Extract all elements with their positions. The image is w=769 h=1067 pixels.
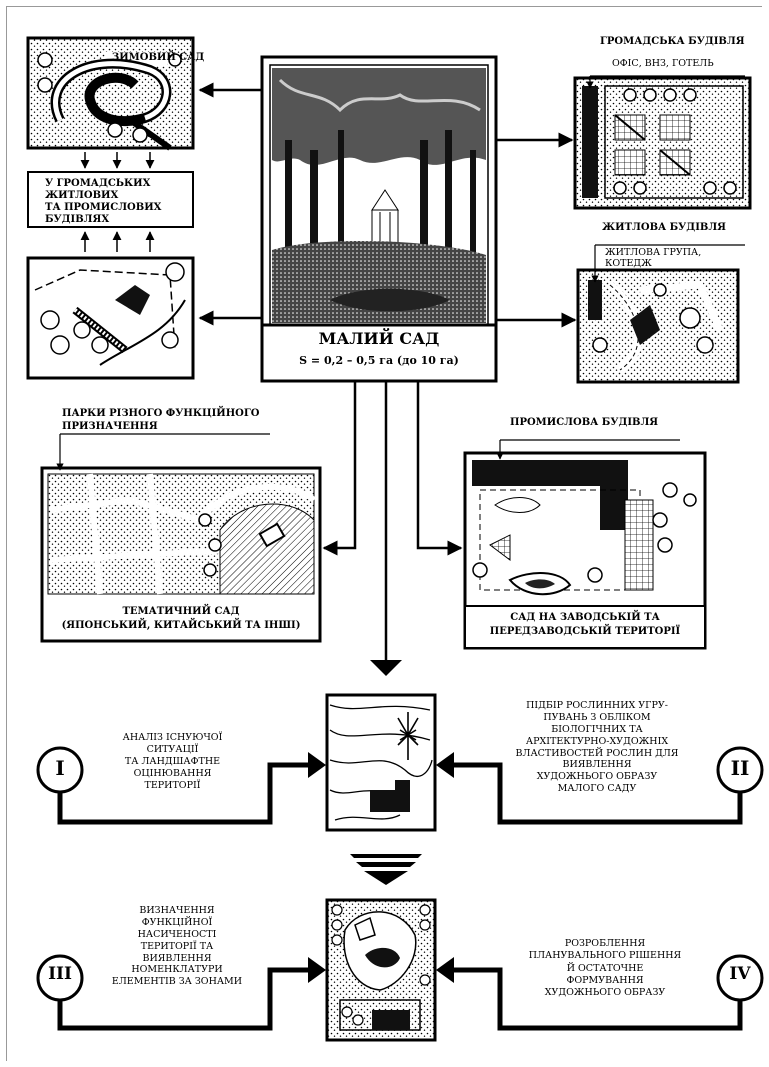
leader-lines [56,75,745,471]
public-building-subtitle: ОФІС, ВНЗ, ГОТЕЛЬ [612,58,714,69]
factory-garden-caption: САД НА ЗАВОДСЬКІЙ ТА ПЕРЕДЗАВОДСЬКІЙ ТЕР… [489,612,681,637]
step-connectors-top [57,762,743,825]
page-frame [6,6,762,1061]
arrow-head-iii [308,957,326,983]
residential-garden-plan-left [26,256,195,380]
step-ii-numeral: II [730,756,750,780]
step-iii-numeral: III [48,964,72,984]
thematic-garden-plan [40,466,322,643]
in-buildings-label: У ГРОМАДСЬКИХ ЖИТЛОВИХ ТА ПРОМИСЛОВИХ БУ… [45,178,162,225]
down-arrow-head [370,660,402,676]
small-arrows [80,152,155,252]
center-title: МАЛИЙ САД [318,329,440,348]
arrow-head-ii [436,752,454,778]
final-plan [325,898,437,1042]
residential-building-plan [576,268,740,384]
in-buildings-box [27,171,194,228]
step-iv-numeral: IV [729,964,751,984]
public-building-label: ГРОМАДСЬКА БУДІВЛЯ [600,36,745,47]
parks-label: ПАРКИ РІЗНОГО ФУНКЦІЙНОГО ПРИЗНАЧЕННЯ [62,408,260,432]
circle-iv [716,954,764,1002]
residential-building-subtitle: ЖИТЛОВА ГРУПА, КОТЕДЖ [605,247,702,269]
circle-ii [716,746,764,794]
industrial-building-label: ПРОМИСЛОВА БУДІВЛЯ [510,417,659,428]
center-title-box [260,323,498,383]
arrow-head-iv [436,957,454,983]
step-i-numeral: I [55,756,65,780]
circle-iii [36,954,84,1002]
center-area: S = 0,2 – 0,5 га (до 10 га) [299,354,459,367]
transition-marker [350,854,422,885]
residential-building-label: ЖИТЛОВА БУДІВЛЯ [602,222,726,233]
step-connectors-bottom [57,967,743,1031]
thematic-garden-caption: ТЕМАТИЧНИЙ САД (ЯПОНСЬКИЙ, КИТАЙСЬКИЙ ТА… [61,606,301,631]
circle-i [36,746,84,794]
site-analysis-plan [325,693,437,832]
public-building-plan [573,76,752,210]
connector-arrows [198,82,577,660]
arrow-head-i [308,752,326,778]
factory-garden-caption-box [464,605,706,649]
winter-garden-plan [26,36,195,151]
winter-garden-label: ЗИМОВИЙ САД [112,52,205,63]
